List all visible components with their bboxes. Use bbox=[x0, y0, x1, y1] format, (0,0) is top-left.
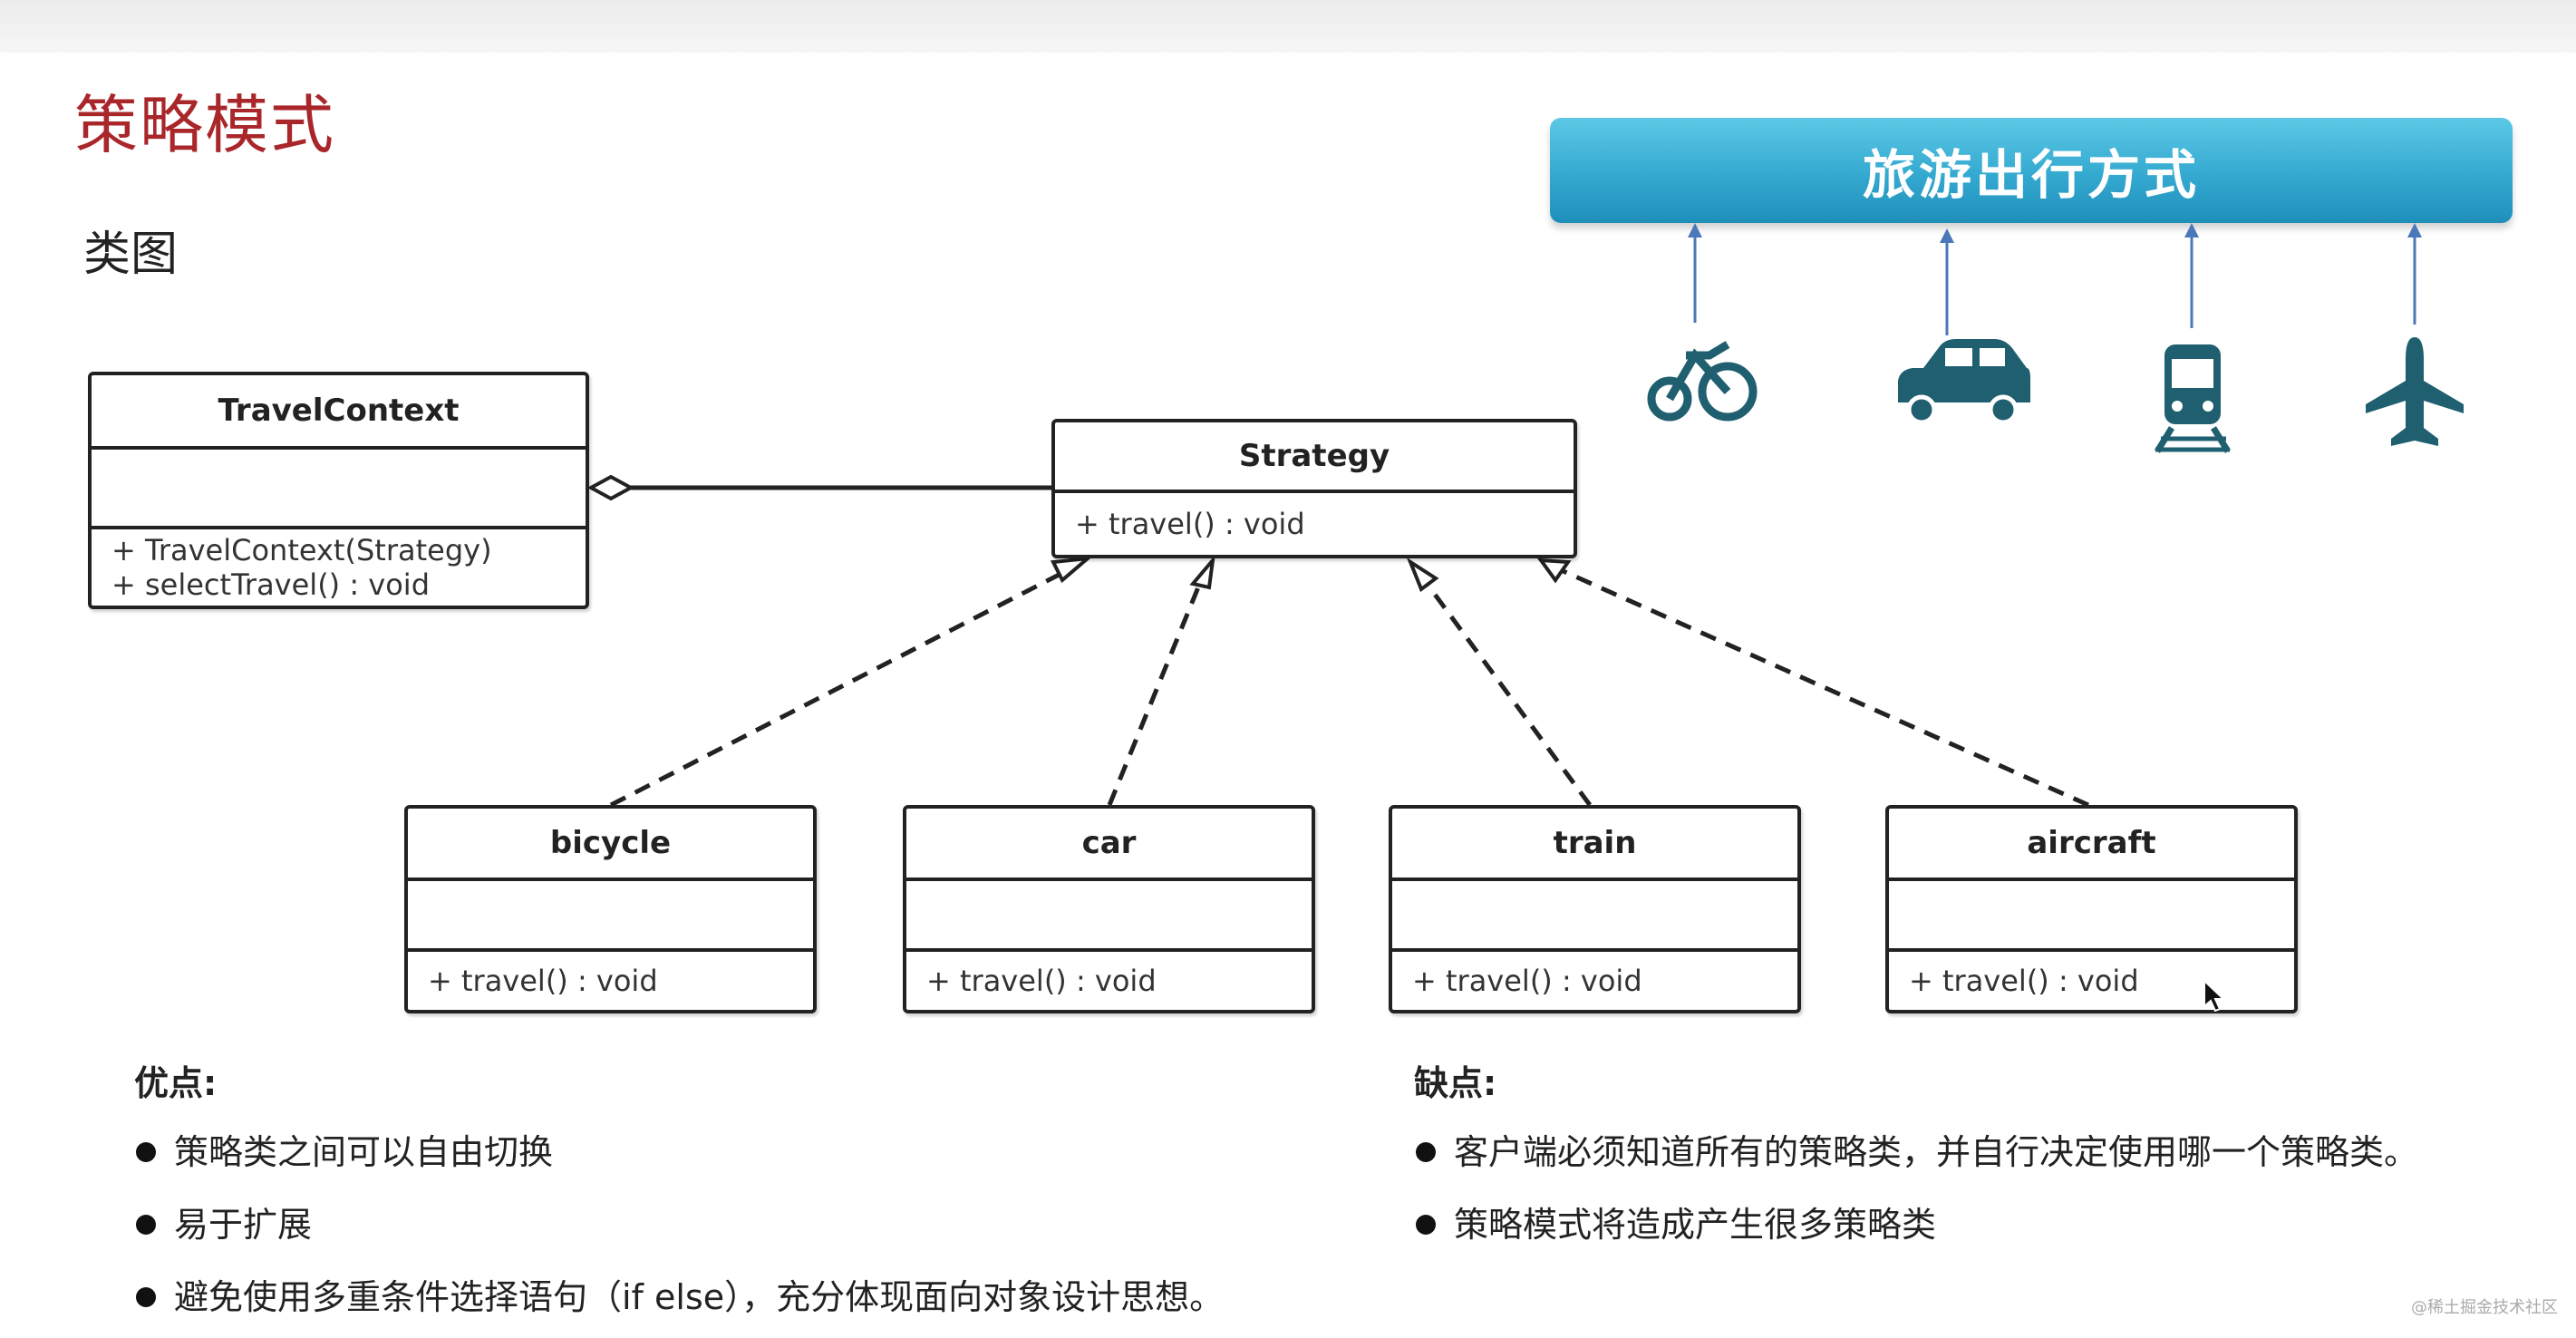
bullet-icon bbox=[136, 1141, 156, 1162]
class-bicycle[interactable]: bicycle + travel() : void bbox=[404, 805, 817, 1013]
train-icon bbox=[2155, 344, 2231, 453]
realize-line-aircraft bbox=[1557, 567, 2090, 808]
list-item: 策略类之间可以自由切换 bbox=[136, 1124, 553, 1174]
realize-head-bicycle bbox=[1050, 556, 1094, 584]
class-attributes bbox=[1889, 881, 2294, 952]
class-name: car bbox=[906, 809, 1312, 881]
class-name: aircraft bbox=[1889, 809, 2294, 881]
top-bar bbox=[0, 0, 2576, 53]
class-name: TravelContext bbox=[92, 375, 586, 450]
class-name: train bbox=[1392, 809, 1797, 881]
bullet-icon bbox=[136, 1214, 156, 1235]
operation: + travel() : void bbox=[1412, 964, 1642, 998]
airplane-icon bbox=[2366, 337, 2464, 446]
class-name: bicycle bbox=[408, 809, 813, 881]
car-icon bbox=[1898, 339, 2030, 425]
class-attributes bbox=[92, 450, 586, 529]
realize-head-train bbox=[1406, 557, 1439, 593]
class-train[interactable]: train + travel() : void bbox=[1389, 805, 1801, 1013]
pros-heading: 优点: bbox=[134, 1063, 218, 1103]
realize-line-bicycle bbox=[609, 567, 1071, 808]
slide-title: 策略模式 bbox=[74, 88, 335, 162]
class-operations: + travel() : void bbox=[408, 952, 813, 1010]
list-item: 避免使用多重条件选择语句（if else），充分体现面向对象设计思想。 bbox=[136, 1269, 1224, 1319]
bullet-icon bbox=[1416, 1214, 1436, 1235]
aggregation-diamond bbox=[586, 474, 635, 501]
realize-head-car bbox=[1189, 554, 1215, 590]
class-travelcontext[interactable]: TravelContext + TravelContext(Strategy) … bbox=[88, 372, 589, 609]
class-name: Strategy bbox=[1055, 422, 1574, 493]
realize-line-car bbox=[1107, 577, 1205, 806]
operation: + travel() : void bbox=[926, 964, 1157, 998]
class-strategy[interactable]: Strategy + travel() : void bbox=[1051, 419, 1577, 558]
class-attributes bbox=[408, 881, 813, 952]
class-car[interactable]: car + travel() : void bbox=[903, 805, 1315, 1013]
bullet-icon bbox=[1416, 1141, 1436, 1162]
mouse-cursor-icon bbox=[2203, 979, 2226, 1013]
bicycle-icon bbox=[1647, 341, 1758, 422]
class-operations: + travel() : void bbox=[1392, 952, 1797, 1010]
list-item: 策略模式将造成产生很多策略类 bbox=[1416, 1197, 1936, 1246]
watermark: @稀土掘金技术社区 bbox=[2411, 1298, 2558, 1317]
class-operations: + travel() : void bbox=[1055, 493, 1574, 555]
bullet-icon bbox=[136, 1286, 156, 1307]
operation: + travel() : void bbox=[428, 964, 658, 998]
operation: + travel() : void bbox=[1075, 507, 1305, 541]
operation: + travel() : void bbox=[1909, 964, 2139, 998]
travel-banner: 旅游出行方式 bbox=[1550, 118, 2513, 223]
realize-line-train bbox=[1420, 577, 1593, 807]
list-item: 易于扩展 bbox=[136, 1197, 312, 1246]
cons-heading: 缺点: bbox=[1414, 1063, 1497, 1103]
class-attributes bbox=[906, 881, 1312, 952]
class-operations: + travel() : void bbox=[906, 952, 1312, 1010]
slide-subtitle: 类图 bbox=[83, 228, 179, 282]
class-attributes bbox=[1392, 881, 1797, 952]
class-aircraft[interactable]: aircraft + travel() : void bbox=[1885, 805, 2298, 1013]
class-operations: + TravelContext(Strategy) + selectTravel… bbox=[92, 529, 586, 606]
operation: + selectTravel() : void bbox=[111, 567, 430, 602]
operation: + TravelContext(Strategy) bbox=[111, 533, 492, 567]
realize-head-aircraft bbox=[1536, 558, 1572, 584]
list-item: 客户端必须知道所有的策略类，并自行决定使用哪一个策略类。 bbox=[1416, 1124, 2418, 1174]
class-operations: + travel() : void bbox=[1889, 952, 2294, 1010]
